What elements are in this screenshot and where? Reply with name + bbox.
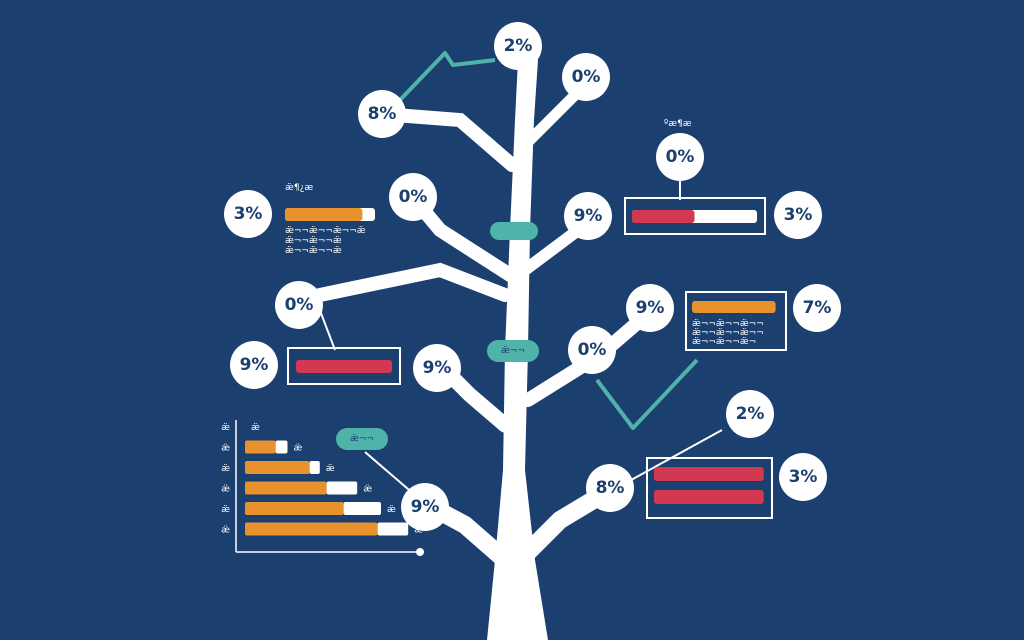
chart-bar-tail [377,522,409,536]
percentage-nodes: 2% 0% 8% 0% 3% 0% 9% 3% 0% 9% 7% 9% 9% 0… [224,22,841,531]
right-mid-panel: æ̈¬¬æ̈¬¬æ̈¬¬ æ̈¬¬æ̈¬¬æ̈¬¬ æ̈¬¬æ̈¬¬æ̈¬ [685,291,787,351]
left-panel-line-3: æ̈¬¬æ̈¬¬æ̈ [285,246,342,256]
node-n2-label: 0% [572,67,601,87]
node-n17: 3% [779,453,827,501]
chart-value-label: æ̈ [294,444,303,454]
branch-upper-left [388,108,519,172]
chart-bar [245,502,344,515]
branch-upper-right [514,84,586,156]
node-n12: 9% [230,341,278,389]
chart-category-label: æ̈ [221,423,230,433]
chart-bar [245,461,310,474]
node-n5: 3% [224,190,272,238]
node-n12-label: 9% [240,355,269,375]
node-n6-label: 0% [399,187,428,207]
chart-bar-tail [343,502,381,515]
node-n10-label: 9% [636,298,665,318]
node-n9-label: 0% [285,295,314,315]
teal-line-top [398,51,496,102]
node-n18: 9% [401,483,449,531]
connector-pill-n18 [364,451,416,496]
node-n3-label: 8% [368,104,397,124]
chart-value-label: æ̈ [251,423,260,433]
right-top-bar [632,210,695,223]
node-n5-label: 3% [234,204,263,224]
right-mid-line-1: æ̈¬¬æ̈¬¬æ̈¬¬ [692,319,764,329]
chart-value-label: æ̈ [387,505,396,515]
left-mid-box [287,347,401,385]
pill-middle [487,340,539,362]
chart-bar-tail [326,481,358,495]
node-n8: 3% [774,191,822,239]
node-n7-label: 9% [574,206,603,226]
node-n2: 0% [562,53,610,101]
bar-chart: æ̈ æ̈ æ̈ æ̈ æ̈ æ̈ æ̈ æ̈ æ̈ æ̈ æ̈ æ̈ [221,420,424,556]
right-lower-bar-1 [654,467,764,481]
node-n16-label: 8% [596,478,625,498]
left-panel-line-2: æ̈¬¬æ̈¬¬æ̈ [285,236,342,246]
chart-bar-tail [309,461,320,474]
node-n6: 0% [389,173,437,221]
right-mid-line-2: æ̈¬¬æ̈¬¬æ̈¬¬ [692,328,764,338]
pill-middle-label: æ̈¬¬ [501,346,525,356]
right-mid-bar [692,301,776,313]
chart-category-label: æ̈ [221,505,230,515]
left-panel-title: æ̈¶¿æ [285,183,313,193]
left-panel-line-1: æ̈¬¬æ̈¬¬æ̈¬¬æ̈ [285,226,366,236]
chart-bar [245,522,378,536]
node-n16: 8% [586,464,634,512]
right-top-panel: ºæ¶æ [624,119,766,235]
branch-left-long [313,262,512,302]
pill-lower-label: æ̈¬¬ [350,434,374,444]
chart-category-label: æ̈ [221,526,230,536]
node-n17-label: 3% [789,467,818,487]
node-n11-label: 7% [803,298,832,318]
node-n7: 9% [564,192,612,240]
node-n13-label: 9% [423,358,452,378]
right-top-title: ºæ¶æ [664,119,692,129]
right-lower-panel [646,457,773,519]
chart-value-label: æ̈ [363,485,372,495]
node-n4: 0% [656,133,704,181]
left-mid-panel [287,347,401,385]
right-lower-box [646,457,773,519]
left-mid-bar [296,360,393,373]
chart-value-label: æ̈ [414,526,423,536]
node-n15-label: 2% [736,404,765,424]
pills: æ̈¬¬ æ̈¬¬ [336,222,539,450]
node-n13: 9% [413,344,461,392]
pill-top [490,222,538,240]
right-lower-bar-2 [654,490,764,504]
node-n3: 8% [358,90,406,138]
right-mid-line-3: æ̈¬¬æ̈¬¬æ̈¬ [692,337,756,347]
left-panel-bar [285,208,363,221]
node-n15: 2% [726,390,774,438]
node-n4-label: 0% [666,147,695,167]
chart-category-label: æ̈ [221,464,230,474]
left-info-panel: æ̈¶¿æ æ̈¬¬æ̈¬¬æ̈¬¬æ̈ æ̈¬¬æ̈¬¬æ̈ æ̈¬¬æ̈¬¬… [285,183,375,256]
pill-lower [336,428,388,450]
chart-value-label: æ̈ [326,464,335,474]
node-n9: 0% [275,281,323,329]
chart-axis-end-dot [416,548,424,556]
right-mid-box [685,291,787,351]
node-n14-label: 0% [578,340,607,360]
teal-line-right [595,358,699,430]
node-n8-label: 3% [784,205,813,225]
chart-bar [245,481,327,495]
teal-connectors [398,51,699,430]
node-n14: 0% [568,326,616,374]
chart-category-label: æ̈ [221,485,230,495]
node-n1-label: 2% [504,36,533,56]
chart-bar-tail [275,440,288,454]
node-n10: 9% [626,284,674,332]
right-top-box [624,197,766,235]
node-n11: 7% [793,284,841,332]
node-n1: 2% [494,22,542,70]
chart-bar [245,440,276,454]
chart-category-label: æ̈ [221,444,230,454]
node-n18-label: 9% [411,497,440,517]
